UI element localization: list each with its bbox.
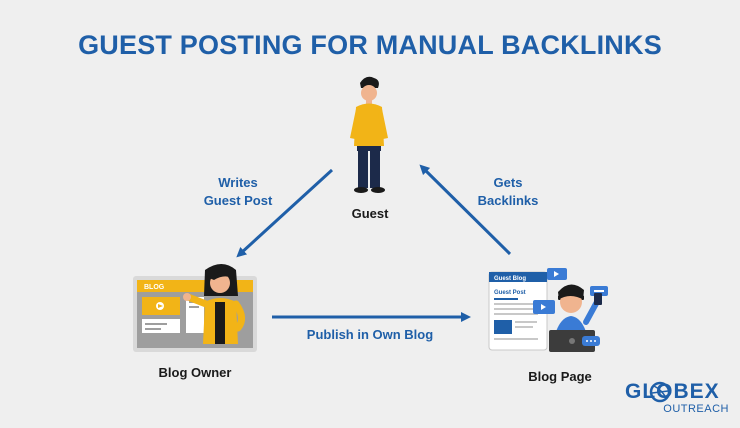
- page-title: GUEST POSTING FOR MANUAL BACKLINKS: [78, 30, 662, 60]
- arrow-writes-guest-post: [236, 168, 334, 258]
- globe-logo-icon: [649, 381, 671, 403]
- edge-label-publish: Publish in Own Blog: [306, 327, 434, 342]
- edge-label-gets-line2: Backlinks: [477, 193, 539, 208]
- edge-label-gets: Gets Backlinks: [458, 174, 558, 210]
- brand-logo: GLOBEX OUTREACH: [625, 380, 737, 416]
- blog-page-document-icon: Guest Blog Guest Post: [488, 271, 555, 351]
- node-label-guest: Guest: [351, 206, 389, 221]
- edge-label-writes-line1: Writes: [218, 175, 258, 190]
- edge-label-writes: Writes Guest Post: [188, 174, 288, 210]
- brand-logo-sub: OUTREACH: [663, 403, 729, 415]
- blog-page-person-icon: [547, 268, 608, 352]
- edge-label-gets-line1: Gets: [493, 175, 523, 190]
- arrow-gets-backlinks: [419, 164, 512, 256]
- brand-logo-main: GLOBEX: [625, 380, 720, 403]
- node-label-blog-owner: Blog Owner: [158, 365, 232, 380]
- blog-owner-person-icon: [183, 264, 245, 344]
- node-label-blog-page: Blog Page: [528, 369, 592, 384]
- blog-page-header: Guest Blog: [494, 276, 526, 282]
- guest-person-icon: [350, 76, 388, 193]
- blog-screen-tag: BLOG: [144, 284, 165, 291]
- blog-page-subheader: Guest Post: [494, 290, 526, 296]
- edge-label-writes-line2: Guest Post: [203, 193, 273, 208]
